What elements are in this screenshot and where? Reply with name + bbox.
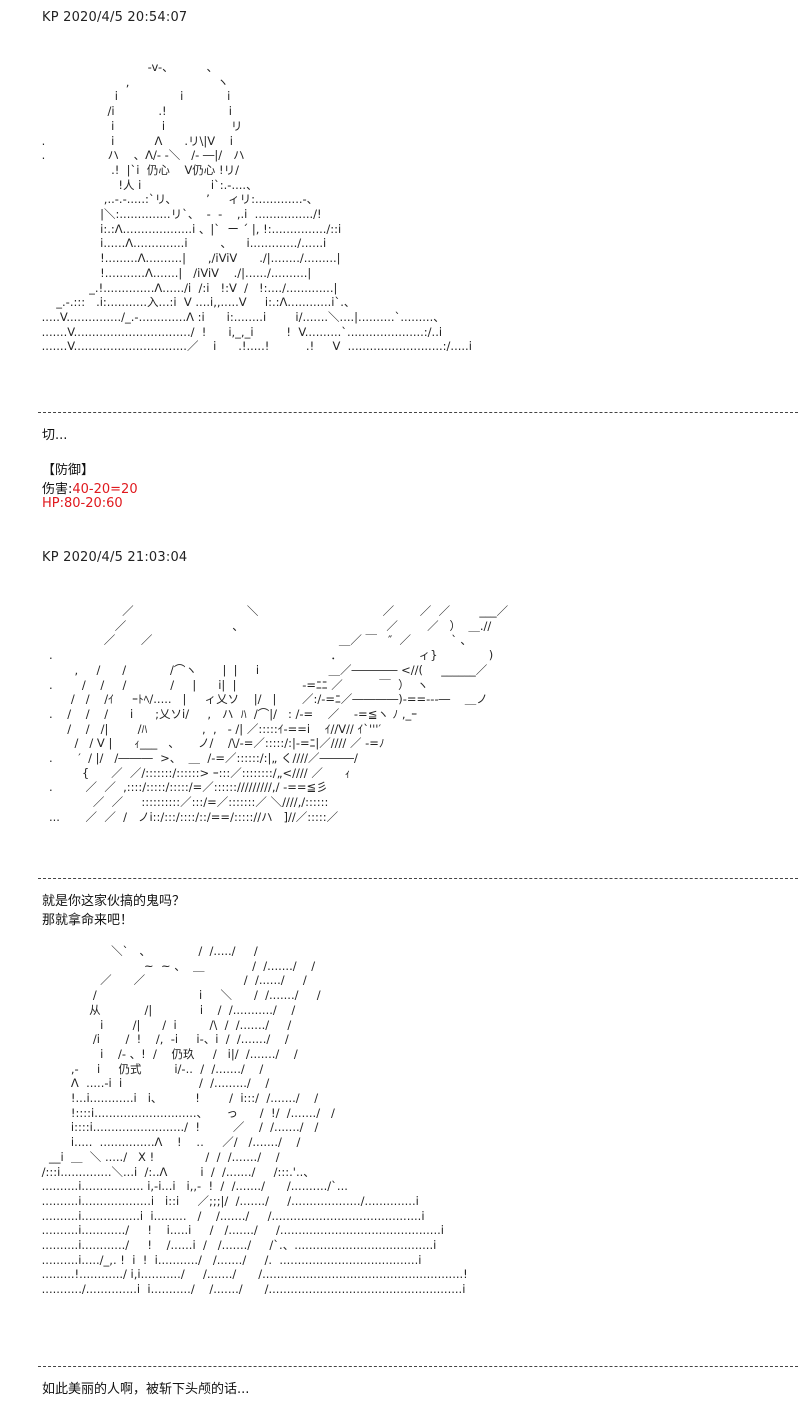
- divider: [38, 412, 798, 413]
- post-2-header: KP 2020/4/5 21:03:04: [42, 550, 188, 565]
- divider: [38, 878, 798, 879]
- dialogue-line: 就是你这家伙搞的鬼吗？: [42, 894, 186, 909]
- dialogue-line: 如此美丽的人啊，被斩下头颅的话...: [42, 1382, 250, 1397]
- ascii-art-3: ＼` 、 / /...../ / ~ ~ 、 ＿ / /......./ / ／…: [41, 944, 468, 1297]
- dialogue-line: 切...: [42, 428, 68, 443]
- divider: [38, 1366, 798, 1367]
- ascii-art-2: ／ ＼ ／ ／ ／ ___／ ／ 、 ／ ／ ） ＿: [48, 604, 509, 824]
- post-1-header: KP 2020/4/5 20:54:07: [42, 10, 188, 25]
- damage-label: 伤害:: [42, 482, 73, 497]
- ascii-art-1: ‐v-、 、 , ヽ i i i /i .! i i: [41, 60, 472, 354]
- damage-value: 40-20=20: [72, 482, 138, 497]
- damage-line: 伤害:40-20=20: [42, 478, 138, 497]
- hp-line: HP:80-20:60: [42, 496, 123, 511]
- stat-label: 【防御】: [42, 463, 95, 478]
- dialogue-line: 那就拿命来吧！: [42, 913, 134, 928]
